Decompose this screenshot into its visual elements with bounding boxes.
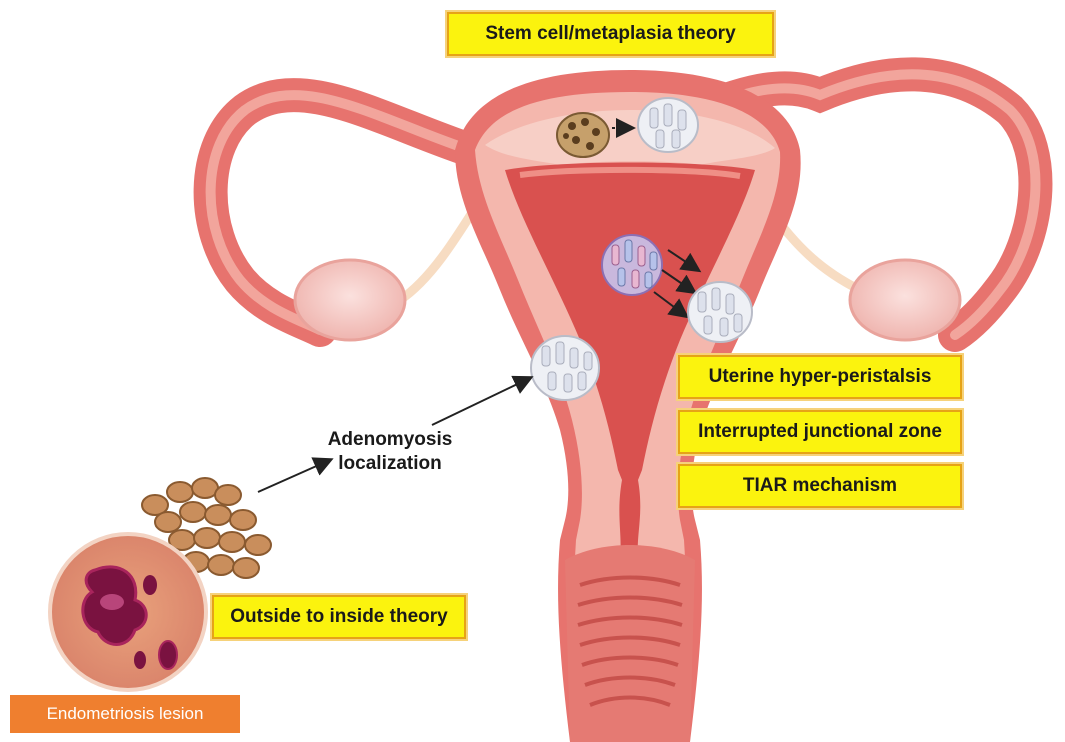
outside-inside-theory-label: Outside to inside theory bbox=[212, 595, 466, 639]
stem-cell-theory-label: Stem cell/metaplasia theory bbox=[447, 12, 774, 56]
junctional-zone-text: Interrupted junctional zone bbox=[698, 421, 942, 443]
endometriosis-lesion-image bbox=[50, 534, 206, 690]
adenomyosis-arrow bbox=[432, 378, 530, 425]
left-ovary bbox=[295, 260, 405, 340]
myometrium-cell-cluster-right bbox=[688, 282, 752, 342]
vagina bbox=[565, 545, 695, 742]
adenomyosis-line2: localization bbox=[320, 452, 460, 476]
adenomyosis-line1: Adenomyosis bbox=[320, 428, 460, 452]
endometrial-cell-cluster bbox=[602, 235, 662, 295]
stem-cell-cluster bbox=[557, 113, 609, 157]
tiar-mechanism-text: TIAR mechanism bbox=[743, 475, 897, 497]
tiar-mechanism-label: TIAR mechanism bbox=[678, 464, 962, 508]
adenomyosis-localization-label: Adenomyosis localization bbox=[320, 428, 460, 476]
endometriosis-lesion-label: Endometriosis lesion bbox=[10, 695, 240, 733]
right-ovary bbox=[850, 260, 960, 340]
left-ovarian-ligament bbox=[400, 200, 480, 300]
metaplasia-cell-cluster bbox=[638, 98, 698, 152]
adenomyosis-cell-cluster bbox=[531, 336, 599, 400]
hyper-peristalsis-text: Uterine hyper-peristalsis bbox=[709, 366, 932, 388]
outside-inside-theory-text: Outside to inside theory bbox=[230, 606, 447, 628]
stem-cell-theory-text: Stem cell/metaplasia theory bbox=[485, 23, 735, 45]
endometriosis-lesion-text: Endometriosis lesion bbox=[47, 704, 204, 724]
hyper-peristalsis-label: Uterine hyper-peristalsis bbox=[678, 355, 962, 399]
junctional-zone-label: Interrupted junctional zone bbox=[678, 410, 962, 454]
